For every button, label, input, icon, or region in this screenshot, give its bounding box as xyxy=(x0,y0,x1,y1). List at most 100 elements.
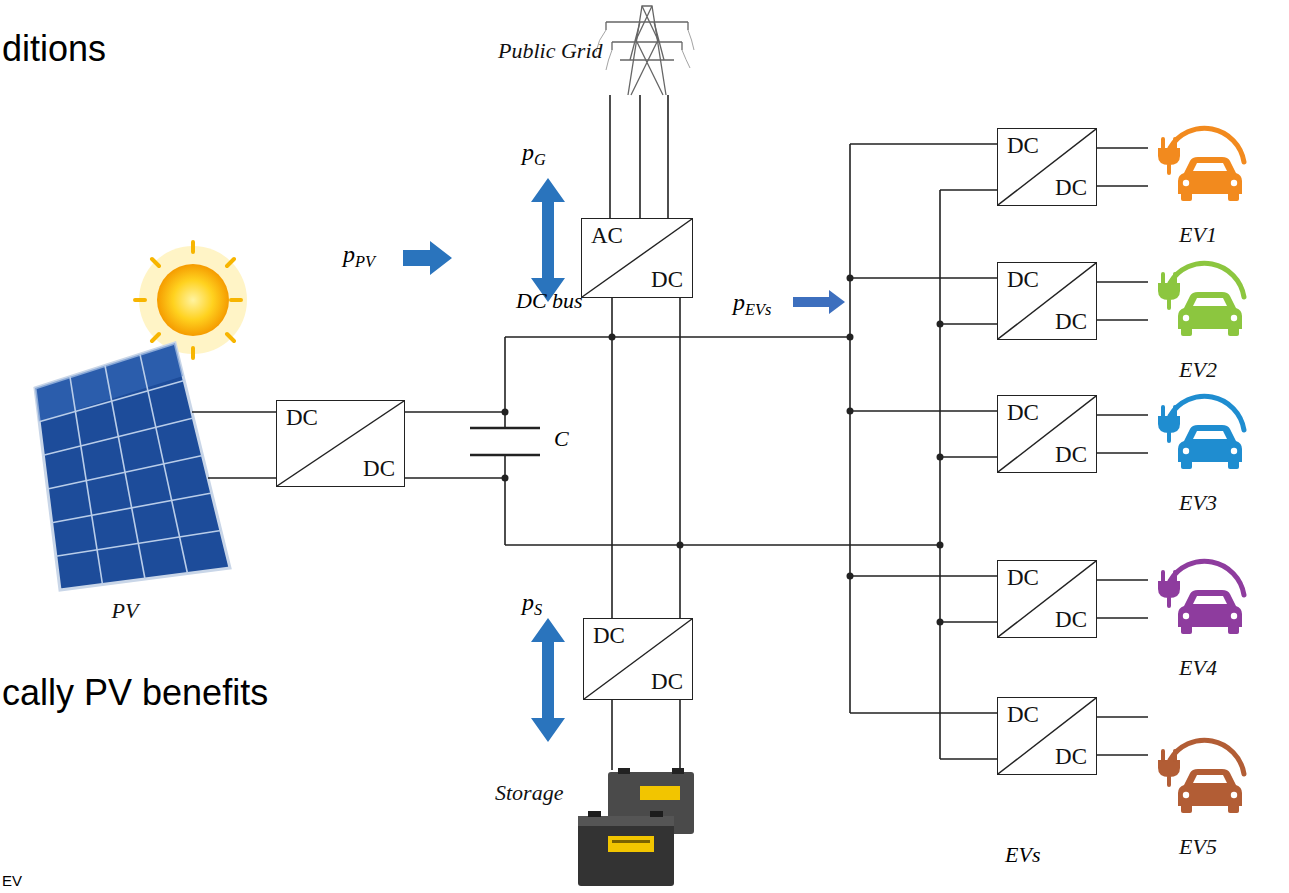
power-flow-arrows xyxy=(403,241,452,275)
component-caption: EV1 xyxy=(1148,222,1248,248)
battery-bank xyxy=(608,836,654,852)
subscript: G xyxy=(534,150,546,169)
dc-wiring xyxy=(192,412,243,478)
junction-dots xyxy=(847,573,854,580)
battery-bank xyxy=(612,840,650,843)
converter-box: AC DC xyxy=(581,218,693,298)
component-caption: PV xyxy=(25,598,225,624)
converter-label: DC xyxy=(1055,175,1087,201)
junction-dots xyxy=(609,334,616,341)
transmission-pylon xyxy=(628,6,666,95)
junction-dots xyxy=(502,275,944,626)
subscript: PV xyxy=(355,252,375,271)
slide-text: cally PV benefits xyxy=(2,672,268,713)
solar-panel xyxy=(135,242,241,358)
junction-dots xyxy=(847,408,854,415)
label-anchor: EV xyxy=(2,872,22,890)
battery-bank xyxy=(578,768,694,886)
junction-dots xyxy=(937,542,944,549)
ev-icon xyxy=(1158,740,1244,813)
converter-diagonal xyxy=(998,129,1096,205)
component-node: PV xyxy=(25,238,243,626)
dc-wiring xyxy=(192,144,997,759)
power-flow-arrows xyxy=(531,618,565,742)
converter-box: DC DC xyxy=(997,128,1097,206)
converter-diagonal xyxy=(998,698,1096,774)
ev-icon xyxy=(1158,263,1244,336)
junction-dots xyxy=(937,454,944,461)
transmission-pylon xyxy=(630,6,664,95)
converter-box: DC DC xyxy=(276,400,405,487)
transmission-pylon xyxy=(596,30,694,70)
component-caption: EV3 xyxy=(1148,490,1248,516)
dc-wiring xyxy=(612,298,680,618)
ev-icon xyxy=(1158,561,1244,634)
battery-bank xyxy=(672,768,684,774)
junction-dots xyxy=(847,334,854,341)
solar-panel xyxy=(135,242,241,358)
converter-label: DC xyxy=(1007,565,1039,591)
junction-dots xyxy=(502,409,509,416)
converter-box: DCDC xyxy=(997,262,1097,340)
converter-label: AC xyxy=(591,223,623,249)
converter-box: DCDC xyxy=(997,697,1097,775)
converter-box: DCDC xyxy=(583,618,693,700)
converter-label: DC xyxy=(1055,442,1087,468)
converter-label: DC xyxy=(363,456,395,482)
battery-bank xyxy=(640,786,680,800)
ev-icon xyxy=(1158,396,1244,469)
dc-wiring xyxy=(504,337,506,545)
component-caption: Storage xyxy=(495,780,563,806)
transmission-pylon xyxy=(606,22,688,60)
converter-diagonal xyxy=(998,263,1096,339)
dc-wiring xyxy=(940,190,997,759)
diagram-label: C xyxy=(554,426,569,451)
wire-connector xyxy=(243,412,276,478)
slide-text: EV xyxy=(2,872,22,889)
converter-label: DC xyxy=(286,405,318,431)
power-label: pEVs xyxy=(733,289,771,315)
wire-connector xyxy=(612,700,680,770)
component-caption: EV5 xyxy=(1148,834,1248,860)
component-node: EV4 xyxy=(1148,543,1252,681)
label-anchor: DC bus xyxy=(516,288,583,313)
converter-label: DC xyxy=(1007,133,1039,159)
junction-dots xyxy=(937,321,944,328)
converter-diagonal xyxy=(584,619,692,699)
dc-wiring xyxy=(405,412,505,478)
converter-diagonal xyxy=(277,401,404,486)
capacitor-symbol xyxy=(470,428,540,455)
converter-label: DC xyxy=(1055,744,1087,770)
junction-dots xyxy=(937,619,944,626)
converter-diagonal xyxy=(998,396,1096,472)
solar-panel xyxy=(35,242,247,590)
subscript: S xyxy=(534,600,542,619)
component-node: EV5 xyxy=(1148,722,1252,860)
component-caption: Public Grid xyxy=(498,38,607,64)
label-anchor: C xyxy=(554,426,569,451)
battery-bank xyxy=(618,768,630,774)
solar-panel xyxy=(35,343,230,590)
label-anchor: cally PV benefits xyxy=(2,672,268,713)
wire-connector xyxy=(1097,282,1148,320)
component-node: Public Grid xyxy=(488,0,698,95)
solar-panel xyxy=(157,264,229,336)
transmission-pylon xyxy=(596,6,694,95)
junction-dots xyxy=(847,275,854,282)
label-anchor: pS xyxy=(522,588,542,616)
wire-connector xyxy=(1097,148,1148,186)
wire-connector xyxy=(1097,717,1148,755)
diagram-label: EVs xyxy=(1005,842,1040,867)
capacitor-symbol xyxy=(470,428,540,455)
solar-panel xyxy=(35,343,183,422)
component-node: EV1 xyxy=(1148,110,1252,248)
wire-connector xyxy=(1097,580,1148,618)
component-node: Storage xyxy=(488,770,698,888)
converter-label: DC xyxy=(1007,400,1039,426)
battery-bank xyxy=(588,811,601,817)
converter-label: DC xyxy=(651,267,683,293)
junction-dots xyxy=(677,542,684,549)
